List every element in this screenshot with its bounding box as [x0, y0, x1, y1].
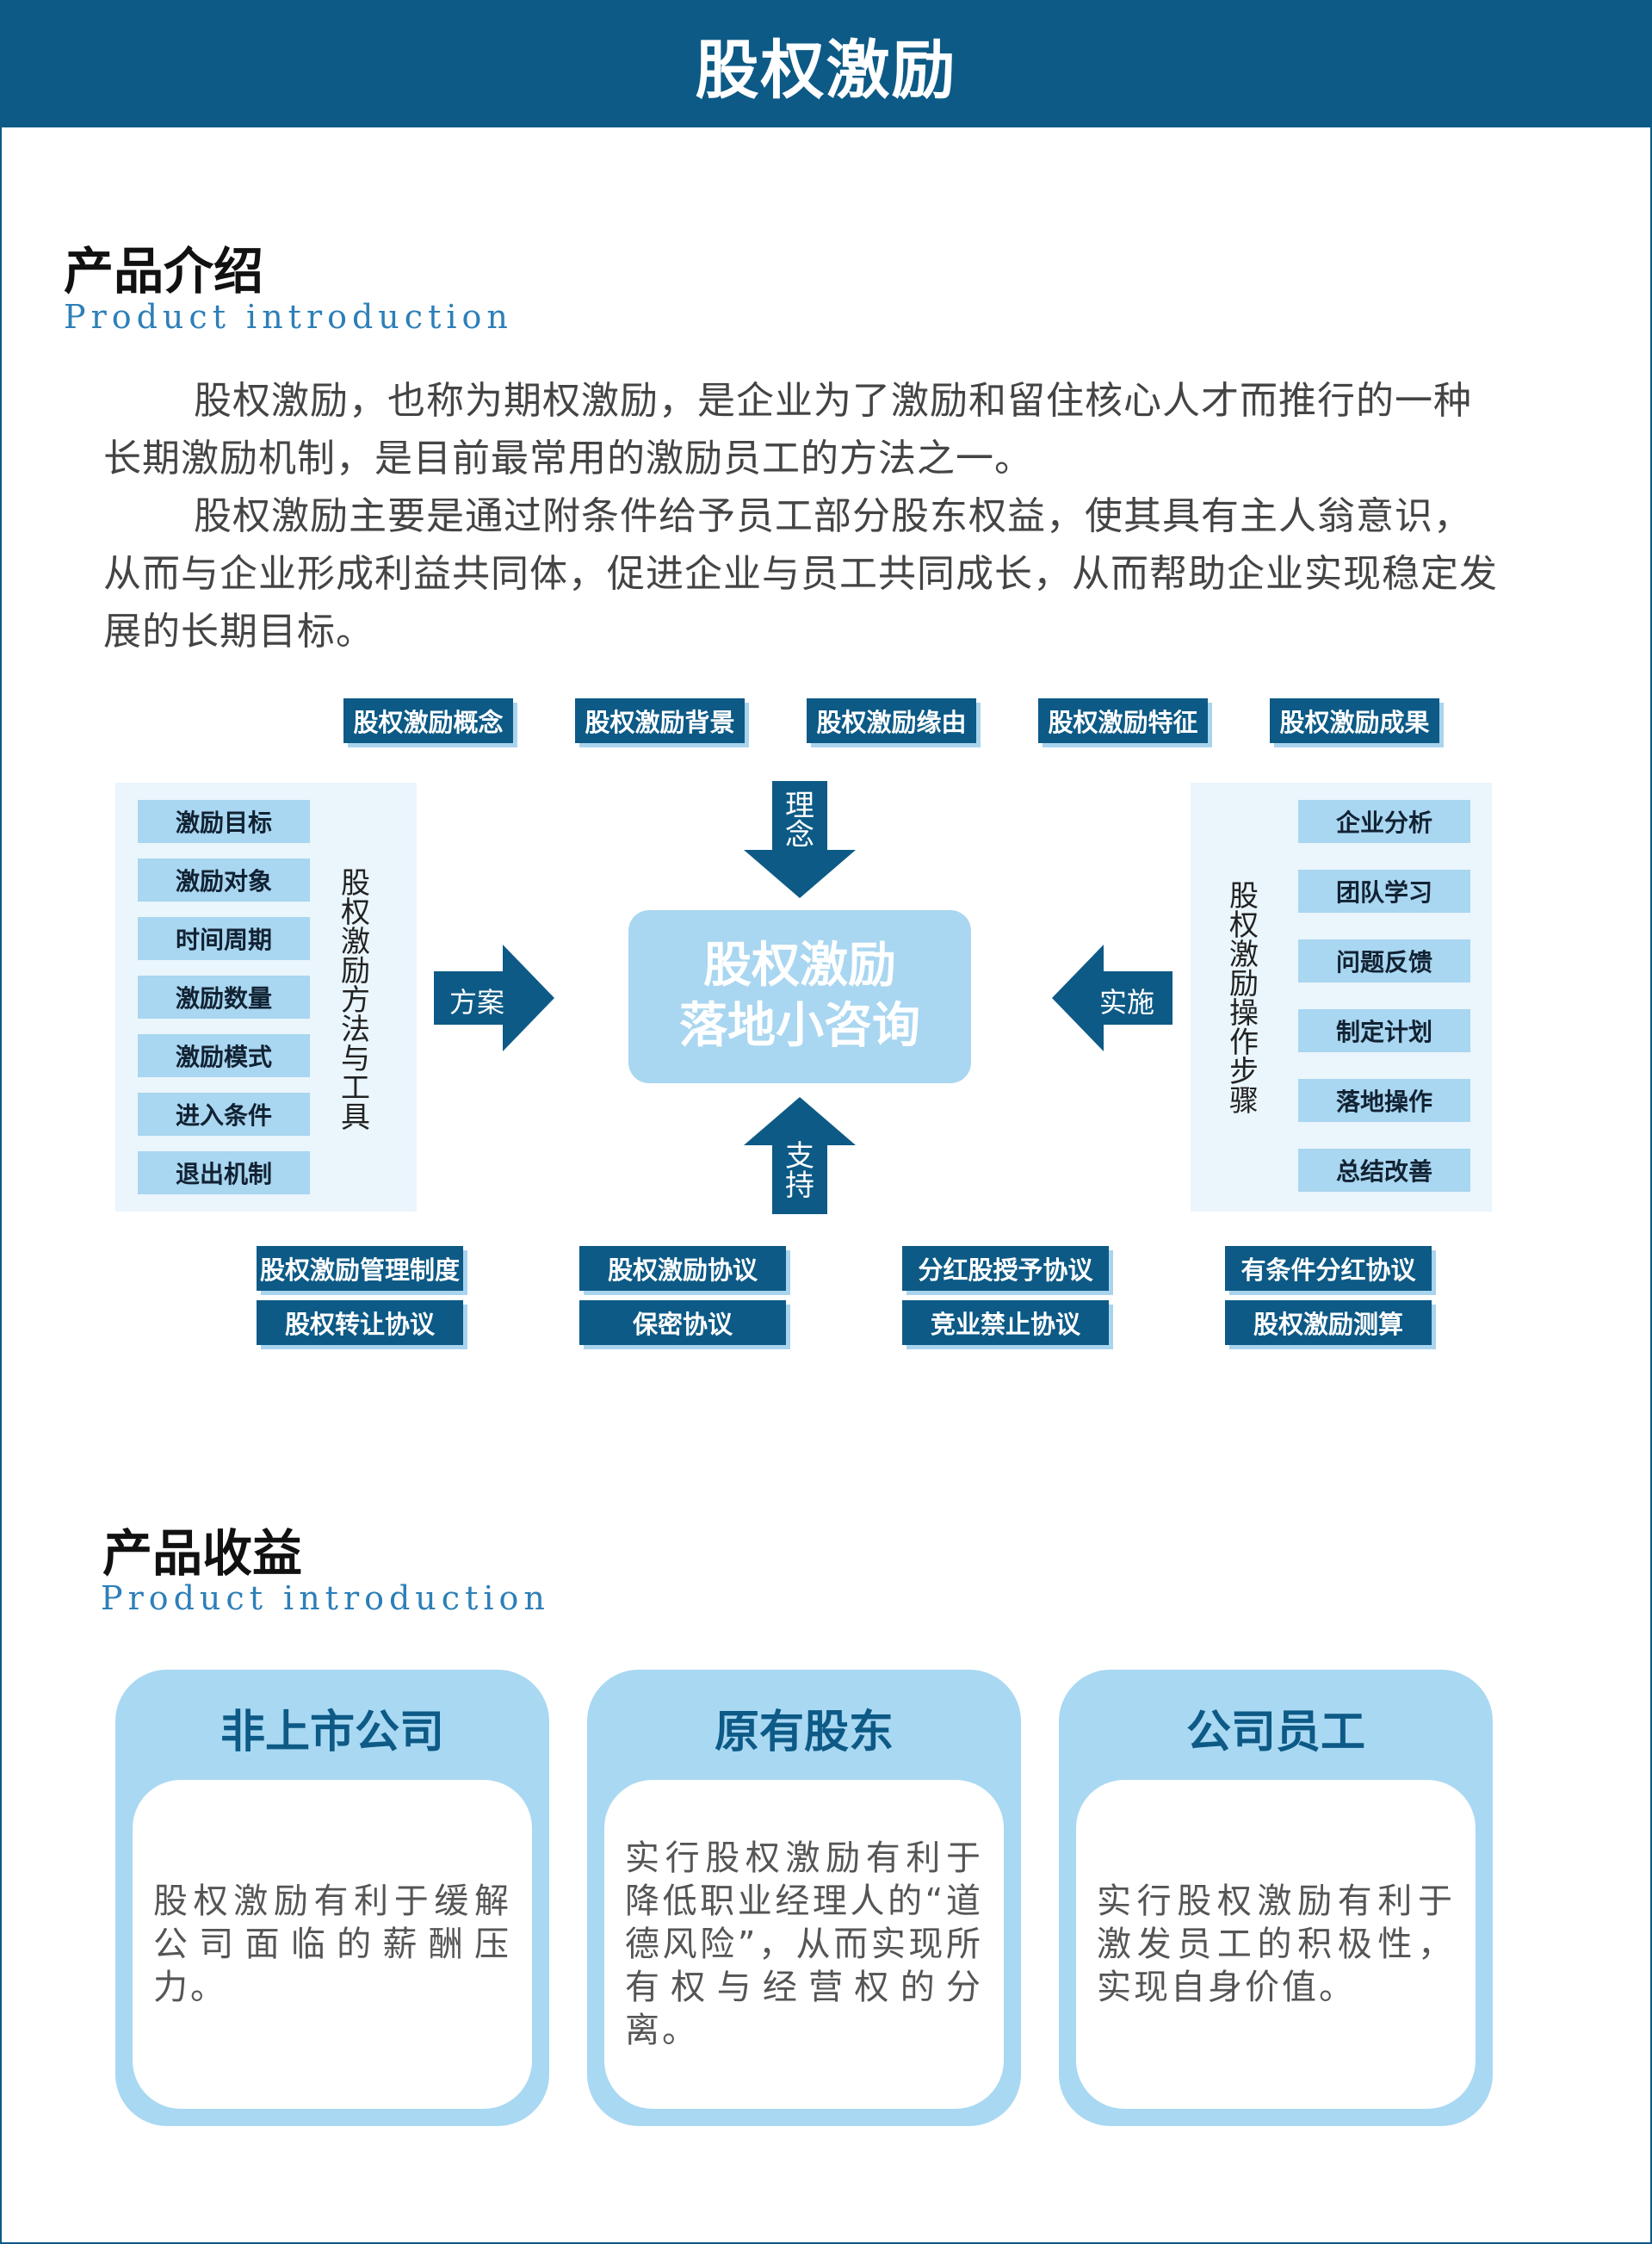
banner-title: 股权激励	[695, 33, 957, 108]
tag-reason: 股权激励缘由	[807, 698, 976, 743]
step-item: 问题反馈	[1298, 939, 1470, 983]
arrow-bottom-label: 支持	[785, 1142, 814, 1200]
vertical-char: 励	[341, 954, 370, 989]
section-title-text: 产品收益	[102, 1524, 303, 1583]
method-item: 激励模式	[138, 1034, 310, 1077]
intro-text: 股权激励，也称为期权激励，是企业为了激励和留住核心人才而推行的一种长期激励机制，…	[103, 372, 1507, 660]
method-item: 激励数量	[138, 976, 310, 1019]
section-title-intro: 产品介绍	[64, 231, 263, 303]
benefit-title: 原有股东	[714, 1707, 894, 1758]
step-item: 总结改善	[1298, 1149, 1470, 1192]
method-item: 时间周期	[138, 917, 310, 960]
vertical-char: 股	[1229, 879, 1259, 914]
tag-agreement: 股权激励管理制度	[257, 1246, 463, 1291]
arrow-right-label: 实施	[1099, 986, 1155, 1019]
tag-agreement: 股权激励协议	[579, 1246, 786, 1291]
benefit-text: 实行股权激励有利于激发员工的积极性，实现自身价值。	[1097, 1881, 1455, 2007]
section-title-text: 产品介绍	[64, 242, 264, 301]
tag-agreement: 有条件分红协议	[1225, 1246, 1432, 1291]
benefit-card: 原有股东 实行股权激励有利于降低职业经理人的“道德风险”，从而实现所有权与经营权…	[587, 1670, 1021, 2126]
step-item: 团队学习	[1298, 870, 1470, 913]
vertical-char: 持	[785, 1168, 814, 1203]
benefit-text: 实行股权激励有利于降低职业经理人的“道德风险”，从而实现所有权与经营权的分离。	[625, 1838, 983, 2050]
intro-paragraph-2: 股权激励主要是通过附条件给予员工部分股东权益，使其具有主人翁意识，从而与企业形成…	[103, 494, 1498, 654]
arrow-right-icon: 方案	[434, 945, 554, 1051]
benefit-card: 公司员工 实行股权激励有利于激发员工的积极性，实现自身价值。	[1059, 1670, 1493, 2126]
arrow-left-icon: 实施	[1052, 945, 1172, 1051]
method-item: 激励目标	[138, 800, 310, 843]
benefit-card: 非上市公司 股权激励有利于缓解公司面临的薪酬压力。	[115, 1670, 549, 2126]
vertical-char: 操	[1229, 996, 1259, 1031]
section-subtitle-intro: Product introduction	[64, 298, 513, 336]
step-item: 企业分析	[1298, 800, 1470, 843]
tag-agreement: 分红股授予协议	[902, 1246, 1109, 1291]
benefit-body: 实行股权激励有利于降低职业经理人的“道德风险”，从而实现所有权与经营权的分离。	[604, 1780, 1004, 2109]
methods-panel: 激励目标 激励对象 时间周期 激励数量 激励模式 进入条件 退出机制 股权激励方…	[115, 783, 417, 1212]
section-title-benefits: 产品收益	[102, 1513, 302, 1585]
benefit-title: 非上市公司	[220, 1707, 444, 1758]
tag-results: 股权激励成果	[1270, 698, 1439, 743]
vertical-char: 股	[341, 866, 370, 901]
center-line-1: 股权激励	[703, 938, 896, 994]
vertical-char: 方	[341, 983, 370, 1018]
vertical-char: 与	[341, 1042, 370, 1076]
step-item: 制定计划	[1298, 1009, 1470, 1052]
methods-vertical-label: 股权激励方法与工具	[341, 869, 370, 1132]
steps-vertical-label: 股权激励操作步骤	[1229, 882, 1259, 1116]
vertical-char: 骤	[1229, 1084, 1259, 1119]
arrow-up-icon: 支持	[744, 1097, 856, 1214]
tag-agreement: 保密协议	[579, 1300, 786, 1345]
step-item: 落地操作	[1298, 1079, 1470, 1122]
method-item: 退出机制	[138, 1151, 310, 1194]
vertical-char: 作	[1229, 1026, 1259, 1060]
intro-paragraph-1: 股权激励，也称为期权激励，是企业为了激励和留住核心人才而推行的一种长期激励机制，…	[103, 379, 1472, 480]
vertical-char: 具	[341, 1100, 370, 1135]
arrow-down-icon: 理念	[744, 781, 856, 898]
method-item: 激励对象	[138, 859, 310, 902]
vertical-char: 激	[341, 925, 370, 959]
vertical-char: 步	[1229, 1055, 1259, 1089]
benefit-text: 股权激励有利于缓解公司面临的薪酬压力。	[153, 1881, 511, 2007]
vertical-char: 工	[341, 1071, 370, 1106]
arrow-left-label: 方案	[449, 986, 505, 1019]
benefit-title: 公司员工	[1185, 1707, 1365, 1758]
vertical-char: 法	[341, 1013, 370, 1047]
tag-concept: 股权激励概念	[343, 698, 513, 743]
benefit-body: 股权激励有利于缓解公司面临的薪酬压力。	[133, 1780, 532, 2109]
vertical-char: 激	[1229, 938, 1259, 972]
banner: 股权激励	[2, 2, 1650, 127]
steps-panel: 企业分析 团队学习 问题反馈 制定计划 落地操作 总结改善 股权激励操作步骤	[1191, 783, 1492, 1212]
vertical-char: 支	[785, 1139, 814, 1174]
vertical-char: 励	[1229, 967, 1259, 1001]
tag-features: 股权激励特征	[1038, 698, 1208, 743]
tag-agreement: 股权转让协议	[257, 1300, 463, 1345]
vertical-char: 权	[341, 896, 370, 930]
method-item: 进入条件	[138, 1093, 310, 1136]
tag-agreement: 股权激励测算	[1225, 1300, 1432, 1345]
tag-agreement: 竞业禁止协议	[902, 1300, 1109, 1345]
center-consult-box: 股权激励 落地小咨询	[628, 910, 971, 1083]
center-line-2: 落地小咨询	[679, 998, 920, 1054]
arrow-top-label: 理念	[785, 791, 814, 850]
vertical-char: 权	[1229, 908, 1259, 943]
vertical-char: 理	[785, 789, 814, 823]
tag-background: 股权激励背景	[575, 698, 745, 743]
benefit-body: 实行股权激励有利于激发员工的积极性，实现自身价值。	[1076, 1780, 1476, 2109]
section-subtitle-benefits: Product introduction	[101, 1579, 550, 1617]
vertical-char: 念	[785, 818, 814, 852]
